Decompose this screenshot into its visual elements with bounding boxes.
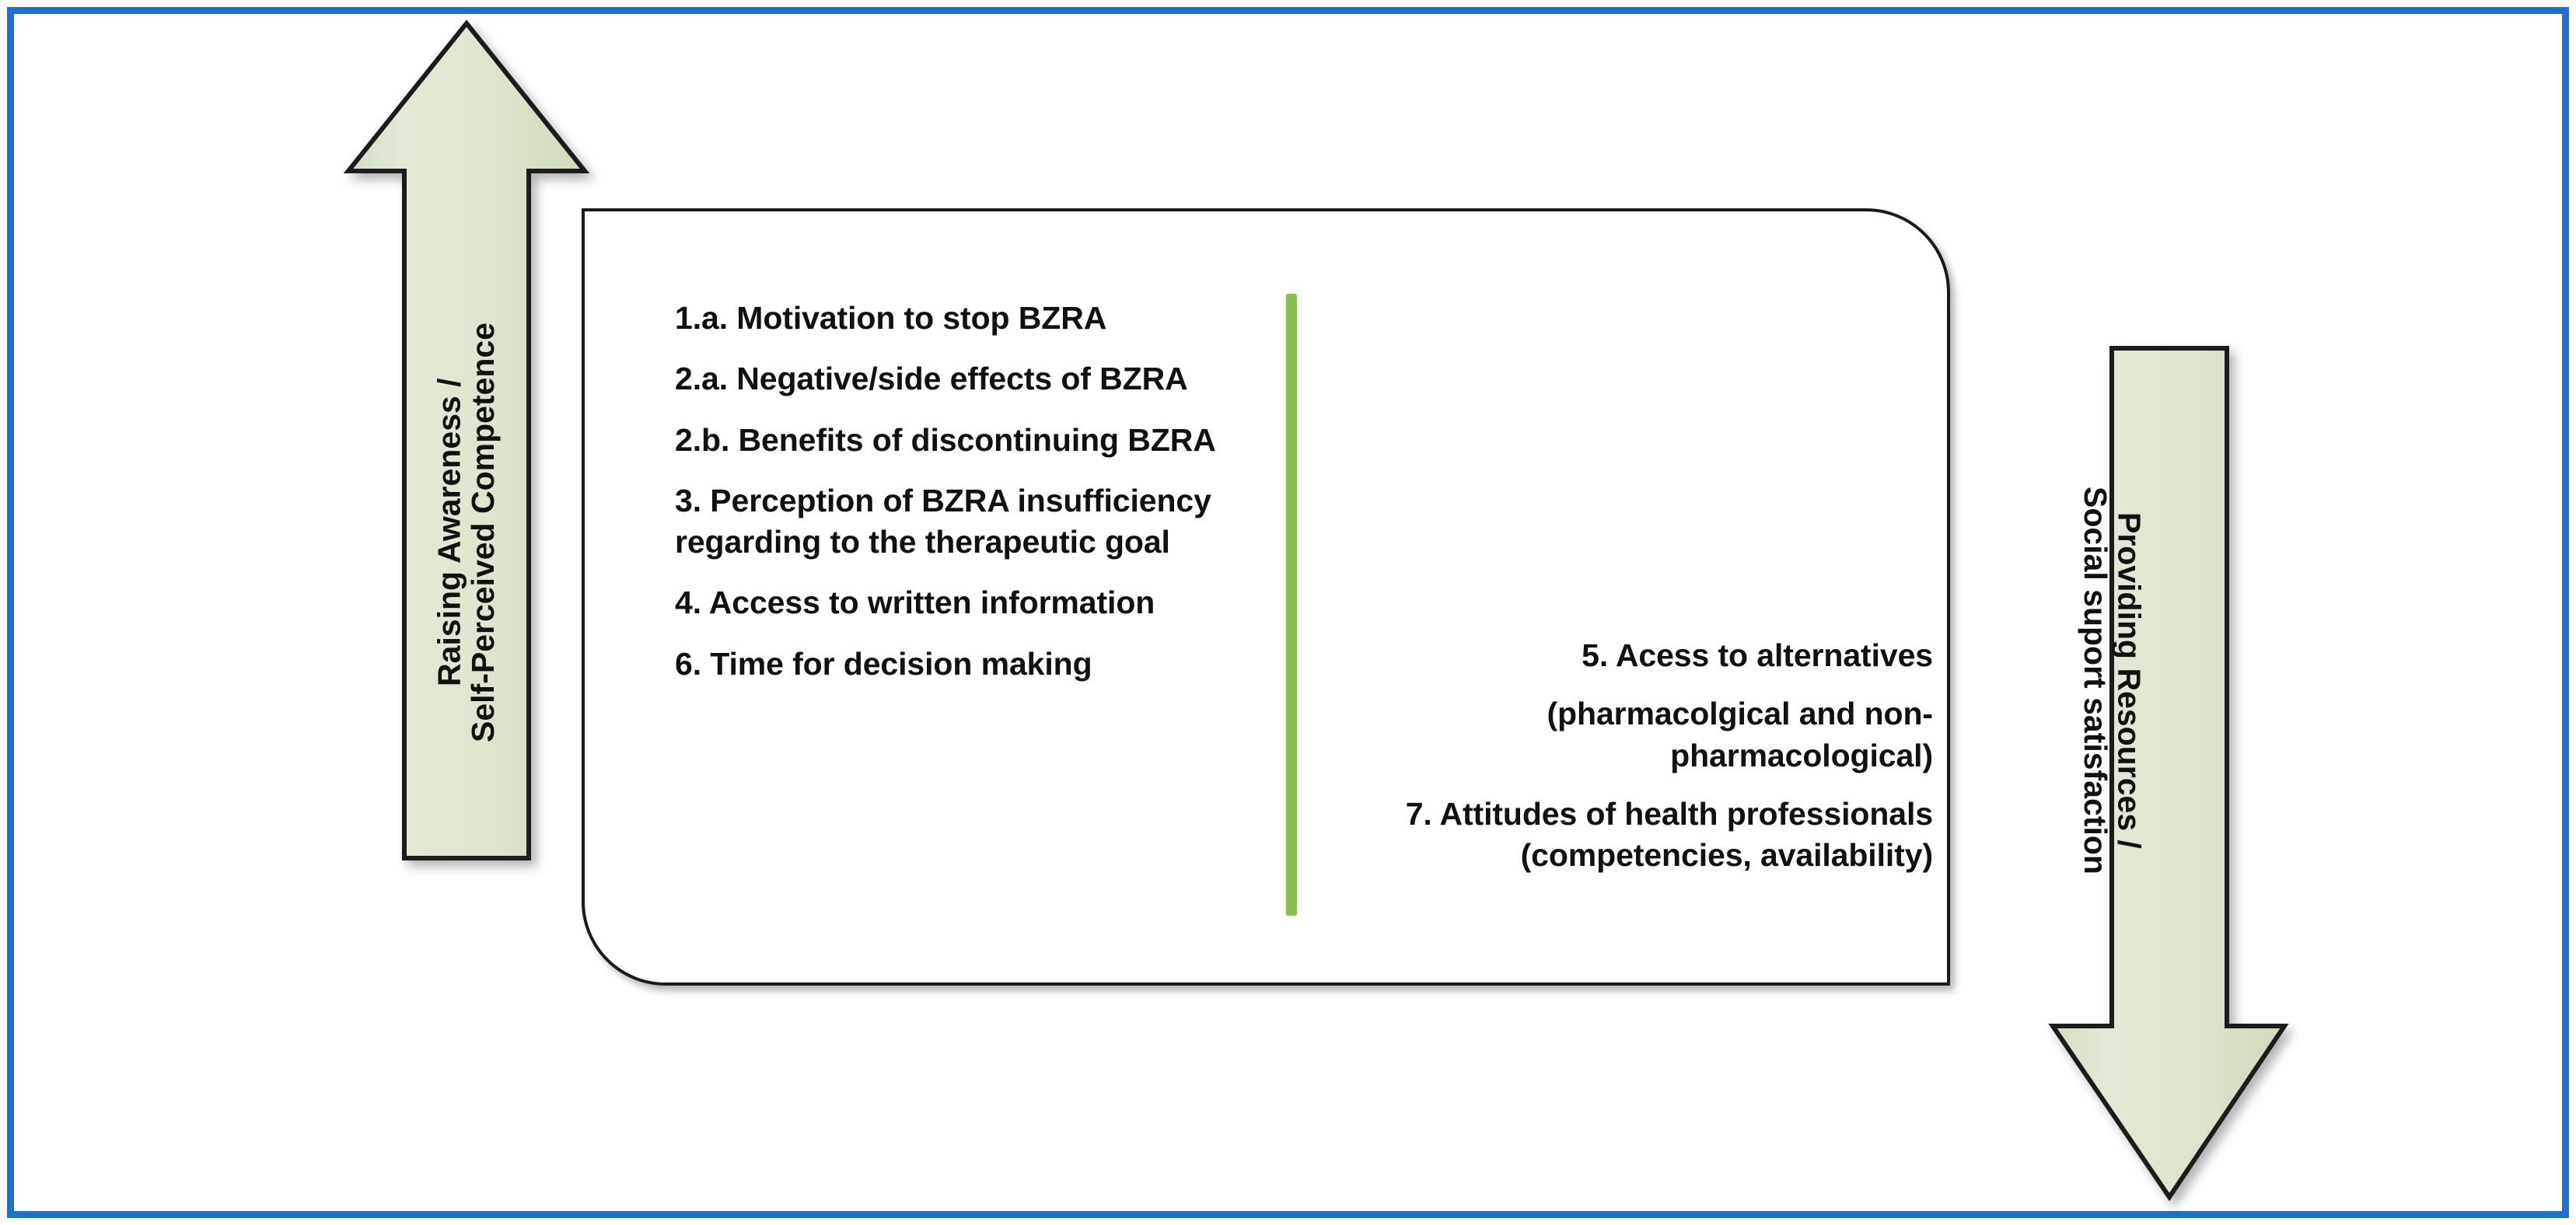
up-arrow-label: Raising Awareness / Self-Perceived Compe…: [404, 210, 529, 855]
left-factor-list: 1.a. Motivation to stop BZRA 2.a. Negati…: [675, 298, 1235, 704]
list-item: 7. Attitudes of health professionals: [1405, 795, 1933, 832]
list-item: (competencies, availability): [1520, 837, 1934, 874]
list-item: (pharmacolgical and non-pharmacological): [1547, 696, 1934, 773]
list-item: 2.a. Negative/side effects of BZRA: [675, 361, 1188, 397]
list-item: 6. Time for decision making: [675, 645, 1092, 682]
down-arrow-label-line-1: Providing Resources /: [2111, 511, 2148, 849]
right-factor-list: 5. Acess to alternatives (pharmacolgical…: [1392, 635, 1933, 876]
up-arrow-label-line-2: Self-Perceived Competence: [465, 322, 501, 743]
content-box: [582, 208, 1950, 986]
up-arrow-label-line-1: Raising Awareness /: [431, 378, 467, 687]
green-divider: [1286, 294, 1297, 916]
list-item: 4. Access to written information: [675, 585, 1155, 621]
down-arrow-label: Providing Resources / Social suport sati…: [2053, 354, 2171, 1007]
outer-blue-frame: [7, 7, 2569, 1218]
down-arrow-icon: [2048, 346, 2289, 1202]
list-item: 5. Acess to alternatives: [1582, 637, 1933, 673]
down-arrow-label-line-2: Social suport satisfaction: [2078, 486, 2113, 874]
list-item: 2.b. Benefits of discontinuing BZRA: [675, 421, 1216, 458]
up-arrow-icon: [343, 19, 590, 860]
list-item: 1.a. Motivation to stop BZRA: [675, 300, 1107, 336]
list-item: 3. Perception of BZRA insufficiency rega…: [675, 482, 1211, 560]
